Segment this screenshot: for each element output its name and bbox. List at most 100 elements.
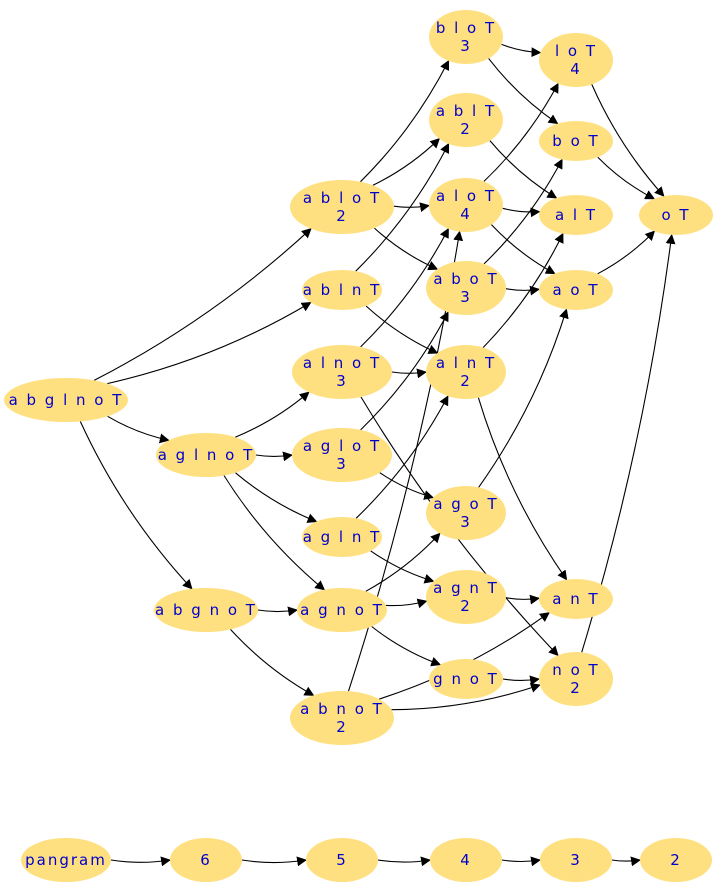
node-label-line: 3 bbox=[336, 372, 348, 390]
node-shape bbox=[426, 345, 506, 399]
edge-aoT-to-oT bbox=[597, 230, 656, 275]
edge-legend_4-to-legend_3 bbox=[501, 856, 541, 867]
node-legend_3[interactable]: 3 bbox=[540, 838, 612, 882]
node-shape bbox=[539, 33, 613, 87]
node-label-line: 2 bbox=[570, 679, 582, 697]
node-ablT[interactable]: a b l T2 bbox=[429, 93, 503, 147]
node-ablgnoT[interactable]: a b g l n o T bbox=[4, 378, 128, 422]
node-shape bbox=[154, 588, 258, 632]
node-shape bbox=[426, 261, 506, 315]
node-aboT[interactable]: a b o T3 bbox=[426, 261, 506, 315]
node-legend_5[interactable]: 5 bbox=[306, 838, 378, 882]
node-label-line: a g n T bbox=[433, 579, 499, 597]
node-aglnoT[interactable]: a g l n o T bbox=[156, 433, 256, 477]
node-label-line: 4 bbox=[570, 60, 582, 78]
node-shape bbox=[639, 195, 713, 235]
node-shape bbox=[640, 838, 712, 882]
edge-abgnoT-to-abnoT bbox=[230, 629, 315, 696]
node-aloT[interactable]: a l o T4 bbox=[429, 178, 503, 232]
node-label-line: 3 bbox=[336, 455, 348, 473]
edge-aloT-to-loT bbox=[483, 82, 559, 182]
node-label-line: a l o T bbox=[436, 187, 496, 205]
node-legend_4[interactable]: 4 bbox=[430, 838, 502, 882]
node-abloT[interactable]: a b l o T2 bbox=[290, 180, 394, 234]
node-label-line: a b l T bbox=[436, 102, 496, 120]
node-gnoT[interactable]: g n o T bbox=[429, 659, 503, 699]
node-agnT[interactable]: a g n T2 bbox=[426, 570, 506, 624]
edge-agloT-to-agoT bbox=[379, 472, 435, 500]
node-shape bbox=[539, 121, 613, 161]
node-label-line: b o T bbox=[552, 132, 599, 150]
edge-abloT-to-aloT bbox=[393, 202, 430, 213]
node-agnoT[interactable]: a g n o T bbox=[297, 588, 387, 632]
node-shape bbox=[426, 486, 506, 540]
edge-bloT-to-loT bbox=[501, 43, 542, 58]
node-agoT[interactable]: a g o T3 bbox=[426, 486, 506, 540]
edge-aglnoT-to-alnoT bbox=[234, 391, 310, 438]
edge-loT-to-oT bbox=[591, 84, 665, 197]
node-label-line: 2 bbox=[670, 851, 682, 869]
edge-aglnoT-to-aglnT bbox=[235, 472, 318, 523]
edge-aloT-to-alT bbox=[502, 207, 541, 218]
edge-abgnoT-to-agnoT bbox=[257, 606, 298, 617]
node-shape bbox=[290, 180, 394, 234]
node-agloT[interactable]: a g l o T3 bbox=[292, 428, 392, 482]
edge-aloT-to-aoT bbox=[490, 224, 556, 275]
node-alnT[interactable]: a l n T2 bbox=[426, 345, 506, 399]
node-label-line: a l T bbox=[555, 206, 597, 224]
node-shape bbox=[429, 178, 503, 232]
node-shape bbox=[429, 10, 503, 64]
node-abgnoT[interactable]: a b g n o T bbox=[154, 588, 258, 632]
node-boT[interactable]: b o T bbox=[539, 121, 613, 161]
node-label-line: n o T bbox=[552, 661, 599, 679]
node-ablnoT_only[interactable]: a b l n T bbox=[302, 270, 382, 310]
node-label-line: o T bbox=[661, 206, 690, 224]
node-shape bbox=[4, 378, 128, 422]
node-shape bbox=[170, 838, 242, 882]
node-anT[interactable]: a n T bbox=[539, 579, 613, 619]
node-label-line: 6 bbox=[200, 851, 212, 869]
node-shape bbox=[429, 659, 503, 699]
edge-legend_6-to-legend_5 bbox=[241, 856, 307, 867]
node-aglnT[interactable]: a g l n T bbox=[302, 517, 382, 557]
node-alT[interactable]: a l T bbox=[539, 195, 613, 235]
node-shape bbox=[156, 433, 256, 477]
node-loT[interactable]: l o T4 bbox=[539, 33, 613, 87]
node-label-line: a b n o T bbox=[300, 700, 384, 718]
node-label-line: 3 bbox=[460, 37, 472, 55]
node-label-line: a g l n T bbox=[303, 528, 382, 546]
edge-abloT-to-aboT bbox=[374, 227, 439, 271]
nodes-layer: a b g l n o Ta b l n Ta b l o T2a b l T2… bbox=[4, 10, 713, 882]
edge-alnT-to-anT bbox=[477, 397, 568, 581]
node-legend_6[interactable]: 6 bbox=[170, 838, 242, 882]
node-shape bbox=[292, 428, 392, 482]
node-label-line: 4 bbox=[460, 205, 472, 223]
node-label-line: a g l o T bbox=[303, 437, 381, 455]
node-shape bbox=[302, 517, 382, 557]
edge-alnoT-to-aloT bbox=[360, 227, 449, 348]
node-noT[interactable]: n o T2 bbox=[539, 652, 613, 706]
edge-ablnoT_only-to-ablT bbox=[355, 142, 450, 272]
node-shape bbox=[297, 588, 387, 632]
node-legend_2[interactable]: 2 bbox=[640, 838, 712, 882]
node-alnoT[interactable]: a l n o T3 bbox=[292, 345, 392, 399]
node-aoT[interactable]: a o T bbox=[539, 270, 613, 310]
node-oT[interactable]: o T bbox=[639, 195, 713, 235]
node-label-line: a b l n T bbox=[303, 281, 382, 299]
node-shape bbox=[539, 270, 613, 310]
node-label-line: a g n o T bbox=[300, 601, 384, 619]
node-label-line: g n o T bbox=[433, 670, 499, 688]
edge-aboT-to-aoT bbox=[505, 285, 540, 296]
edge-alnT-to-alT bbox=[482, 232, 564, 348]
edge-abloT-to-ablT bbox=[372, 138, 441, 186]
edge-boT-to-oT bbox=[597, 156, 656, 200]
node-legend_pangram[interactable]: pangram bbox=[21, 838, 111, 882]
node-shape bbox=[429, 93, 503, 147]
node-label-line: a b g l n o T bbox=[9, 391, 124, 409]
edge-ablgnoT-to-abgnoT bbox=[79, 421, 193, 590]
node-bloT[interactable]: b l o T3 bbox=[429, 10, 503, 64]
node-abnoT[interactable]: a b n o T2 bbox=[290, 691, 394, 745]
edge-aglnoT-to-agnoT bbox=[223, 475, 326, 591]
edge-aglnoT-to-agloT bbox=[255, 451, 293, 462]
